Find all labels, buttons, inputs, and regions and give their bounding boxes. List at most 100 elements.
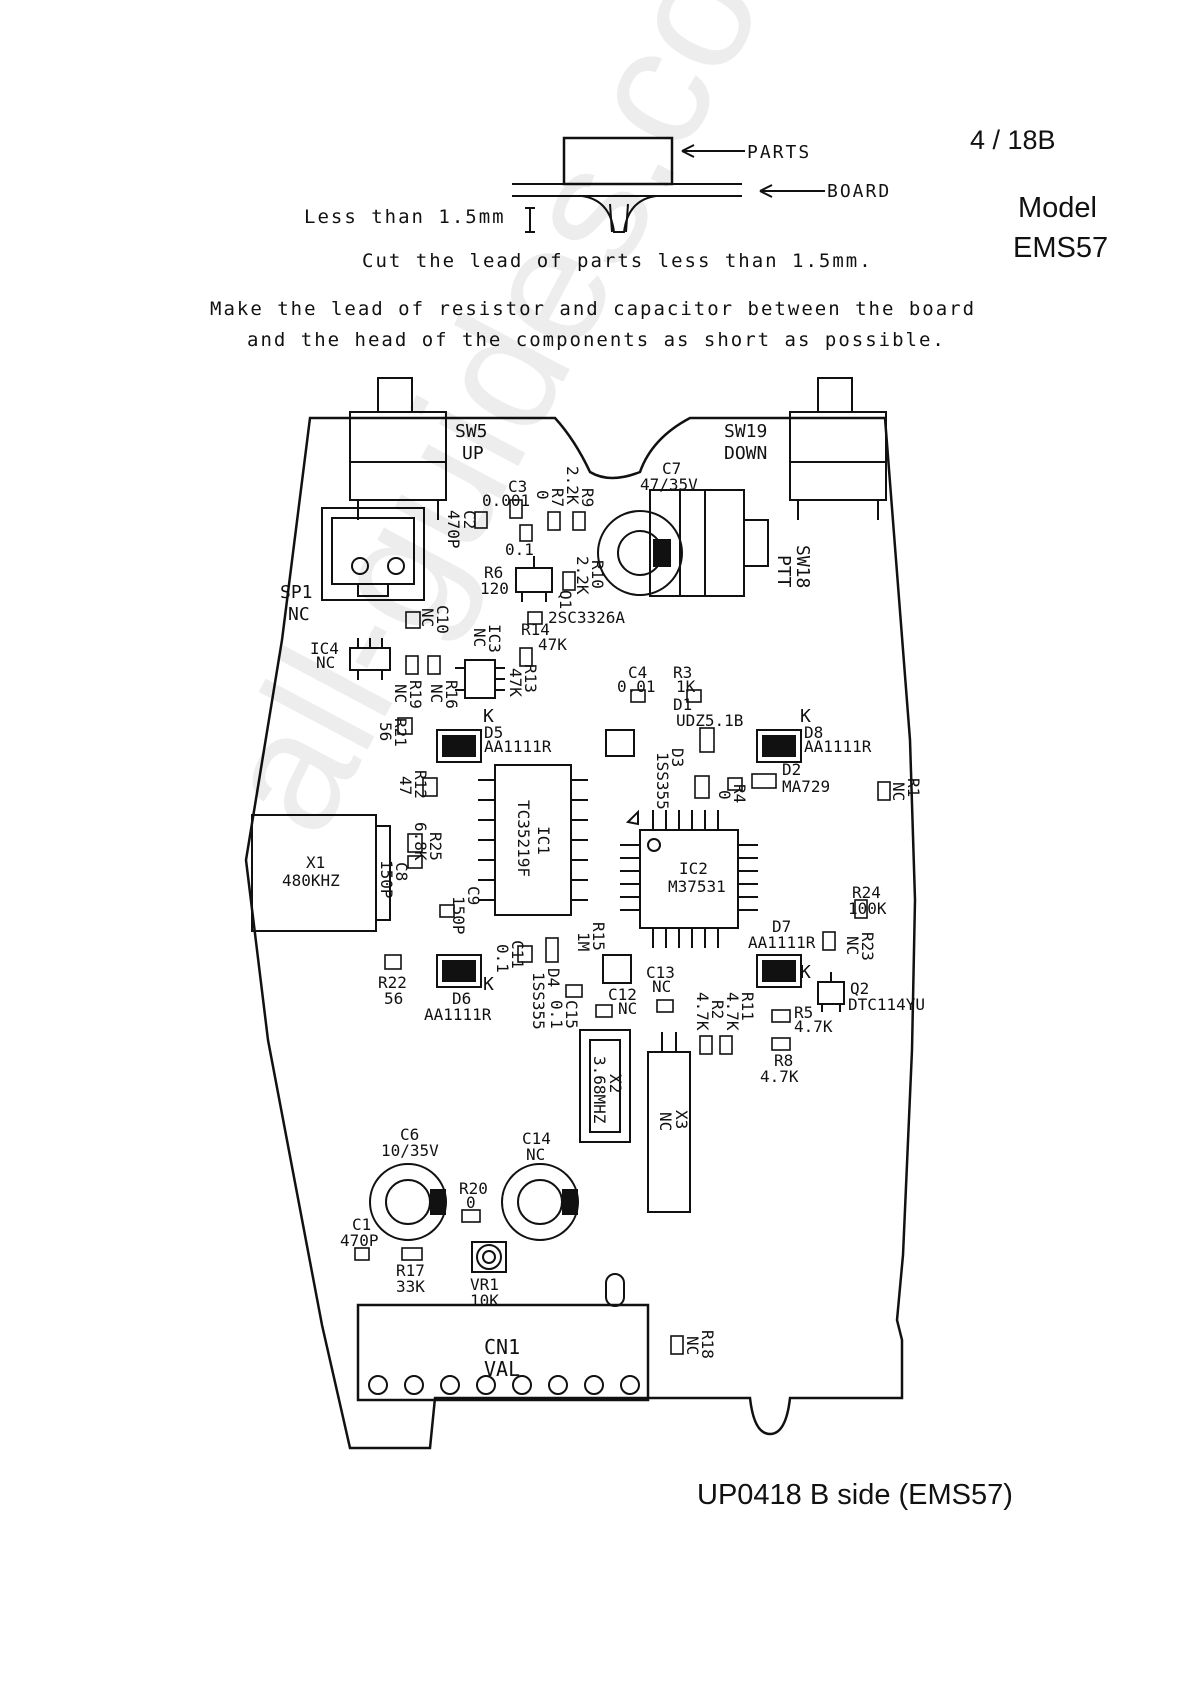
label-d4: D4 [544,968,563,987]
label-r23-value: NC [843,936,862,955]
switch-sw5 [349,377,447,520]
label-k1: K [483,706,494,727]
label-d8: D8 [804,723,823,742]
crystal-x2 [579,1029,631,1143]
label-ic1: IC1 [534,826,553,855]
label-r7: R7 [548,488,567,507]
label-c4-value: 0.01 [617,677,656,696]
label-r6: R6 [484,563,503,582]
label-d2: D2 [782,760,801,779]
pcb-outline [244,416,917,1450]
model-name: EMS57 [1013,232,1109,264]
label-d2-value: MA729 [782,777,830,796]
label-r4-value: 0 [715,790,734,800]
label-q2-value: DTC114YU [848,995,925,1014]
label-r17-value: 33K [396,1277,425,1296]
label-q2: Q2 [850,979,869,998]
label-r16-value: NC [427,684,446,703]
led-d8 [756,729,802,763]
label-sw18-value: PTT [773,555,794,588]
label-r24: R24 [852,883,881,902]
label-ic2: IC2 [679,859,708,878]
label-c4: C4 [628,663,647,682]
label-x3: X3 [672,1110,691,1129]
label-r9: R9 [578,488,597,507]
label-cn1-value: VAL [484,1357,520,1381]
label-c10-value: NC [418,608,437,627]
label-x1-value: 480KHZ [282,871,340,890]
transistor-q1 [515,556,553,602]
cut-lead-note: Cut the lead of parts less than 1.5mm. [362,250,873,272]
ic-ic1 [478,764,588,916]
label-r20-value: 0 [466,1193,476,1212]
label-r20: R20 [459,1179,488,1198]
lead-detail-drawing [512,136,825,233]
label-r14-value: 47K [538,635,567,654]
label-c15: C15 [562,1000,581,1029]
label-r8: R8 [774,1051,793,1070]
label-x1: X1 [306,853,325,872]
smd-parts [354,499,891,1355]
label-c10: C10 [433,605,452,634]
label-c1-value: 470P [340,1231,379,1250]
capacitor-c7 [597,510,683,596]
label-d5: D5 [484,723,503,742]
label-d4-value: 1SS355 [529,972,548,1030]
label-r23: R23 [858,932,877,961]
label-c2-value: 470P [444,510,463,549]
label-cn1: CN1 [484,1335,520,1359]
label-x3-value: NC [656,1112,675,1131]
label-r2-value: 4.7K [693,992,712,1031]
label-r25: R25 [426,832,445,861]
label-sw19: SW19 [724,421,767,442]
label-d6-value: AA1111R [424,1005,492,1024]
model-label: Model [1018,192,1097,224]
footer-caption: UP0418 B side (EMS57) [697,1479,1013,1511]
label-c9: C9 [464,886,483,905]
label-sp1-value: NC [288,604,310,625]
label-sw5-value: UP [462,443,484,464]
label-d7-value: AA1111R [748,933,816,952]
label-c3-value: 0.001 [482,491,530,510]
label-c5-value: 0.1 [505,540,534,559]
label-ic1-value: TC35219F [514,800,533,877]
label-c7: C7 [662,459,681,478]
label-d8-value: AA1111R [804,737,872,756]
ic-ic2 [620,809,758,948]
label-c7-value: 47/35V [640,475,698,494]
label-r15-value: 1M [574,932,593,951]
label-c9-value: 150P [449,896,468,935]
label-c11-value: 0.1 [493,944,512,973]
led-d5 [436,729,482,763]
label-r15: R15 [589,922,608,951]
transistor-q2 [817,972,845,1012]
label-r22: R22 [378,973,407,992]
label-k2: K [800,706,811,727]
label-c12-value: NC [618,999,637,1018]
label-ic3-value: NC [470,628,489,647]
label-d6: D6 [452,989,471,1008]
label-c2: C2 [460,510,479,529]
label-c13-value: NC [652,977,671,996]
label-r7-value: 0 [533,490,552,500]
label-x2-value: 3.68MHZ [590,1056,609,1124]
label-r13-value: 47K [506,668,525,697]
label-r19-value: NC [391,684,410,703]
label-r18: R18 [698,1330,717,1359]
label-d1: D1 [673,695,692,714]
label-r11-value: 4.7K [723,992,742,1031]
page-number: 4 / 18B [970,125,1056,155]
label-sw5: SW5 [455,421,488,442]
label-c8-value: 150P [377,860,396,899]
led-d6 [436,954,482,988]
label-r4: R4 [730,784,749,803]
crystal-x3 [647,1032,691,1213]
label-r5-value: 4.7K [794,1017,833,1036]
label-r17: R17 [396,1261,425,1280]
label-r1-value: NC [889,782,908,801]
parts-label: PARTS [747,142,812,163]
label-r24-value: 100K [848,899,887,918]
label-d3-value: 1SS355 [653,752,672,810]
label-d7: D7 [772,917,791,936]
